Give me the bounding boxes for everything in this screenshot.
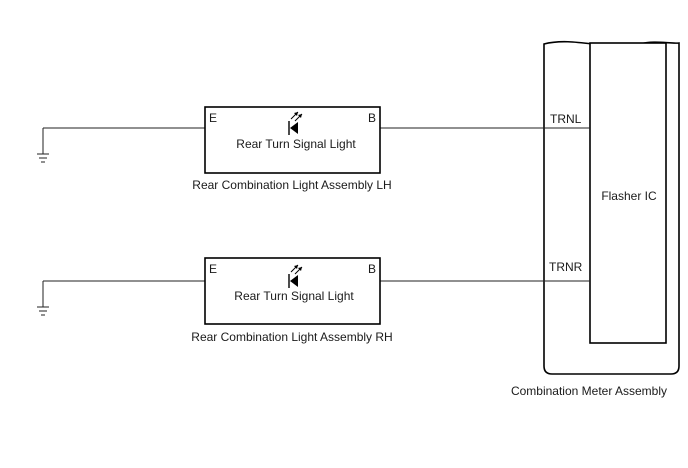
flasher-ic-box: [589, 42, 667, 344]
lh-terminal-label: TRNL: [550, 112, 582, 126]
lh-pin-e: E: [209, 111, 217, 125]
rh-ground-symbol: [37, 281, 49, 316]
lh-component-label: Rear Turn Signal Light: [236, 137, 356, 151]
lh-circuit: E B Rear Turn Signal Light Rear Combinat…: [37, 106, 590, 192]
rh-assembly-label: Rear Combination Light Assembly RH: [191, 330, 392, 344]
rh-lamp-box: [204, 257, 381, 325]
rh-component-label: Rear Turn Signal Light: [234, 289, 354, 303]
meter-assembly-label: Combination Meter Assembly: [511, 384, 667, 398]
rh-pin-b: B: [368, 262, 376, 276]
flasher-ic-label: Flasher IC: [601, 189, 657, 203]
rh-terminal-label: TRNR: [549, 260, 583, 274]
lh-lamp-box: [204, 106, 381, 174]
lh-led-icon: [288, 111, 303, 135]
lh-ground-symbol: [37, 128, 49, 163]
lh-assembly-label: Rear Combination Light Assembly LH: [192, 178, 391, 192]
rh-circuit: E B Rear Turn Signal Light Rear Combinat…: [37, 257, 590, 344]
rh-pin-e: E: [209, 262, 217, 276]
lh-pin-b: B: [368, 111, 376, 125]
combination-meter-assembly: Flasher IC Combination Meter Assembly: [511, 40, 680, 398]
rh-led-icon: [288, 264, 303, 288]
